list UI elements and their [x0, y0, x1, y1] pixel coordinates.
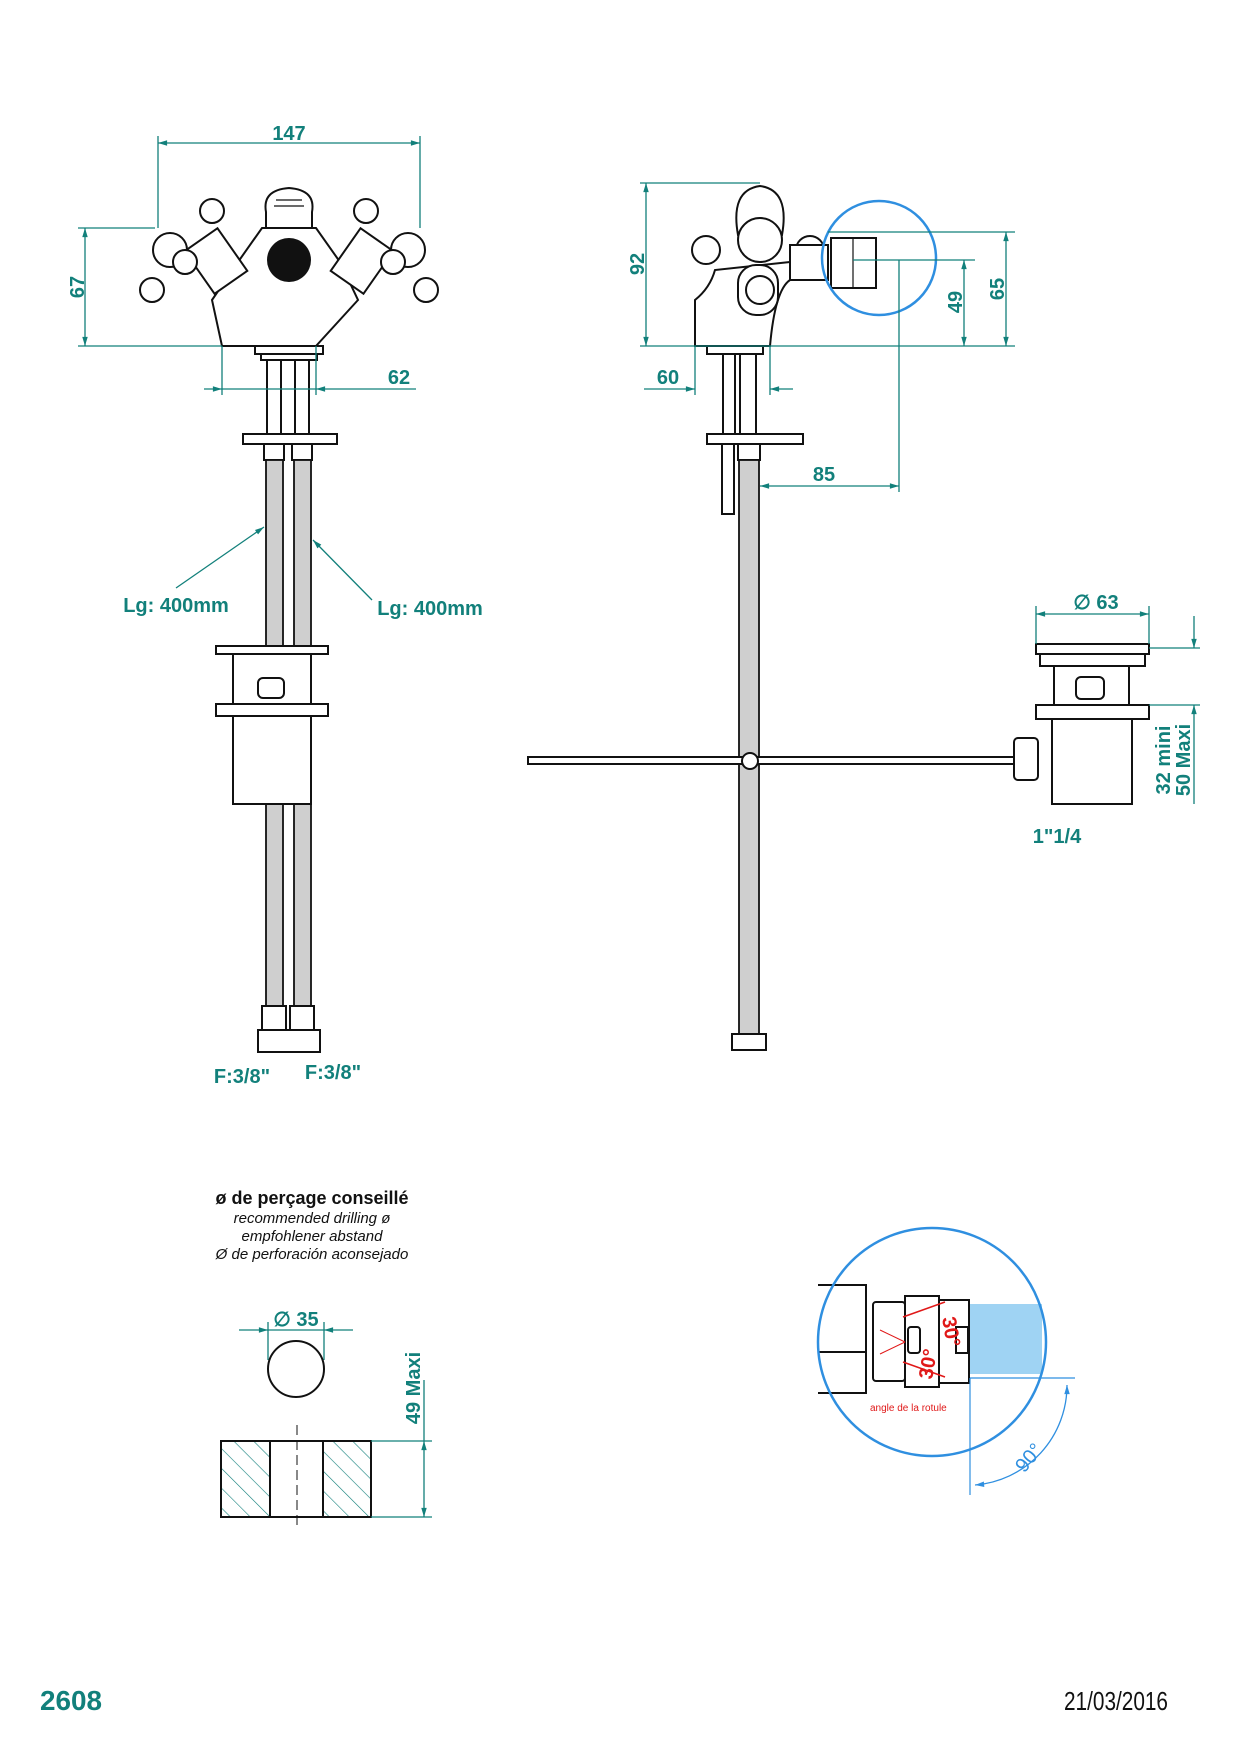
dimension-92: 92: [627, 182, 1015, 347]
drill-diameter-label: ∅ 35: [273, 1309, 318, 1331]
hose-length-labels: Lg: 400mm Lg: 400mm F:3/8" F:3/8": [123, 526, 483, 1088]
dimension-label: 85: [813, 464, 835, 486]
front-drain: [215, 645, 329, 805]
rotation-angle-label: 90°: [1011, 1439, 1047, 1476]
drill-hole-top-view: [267, 1340, 325, 1398]
angle-upper-label: 30°: [937, 1315, 964, 1349]
detail-circle: [816, 1226, 1048, 1458]
front-view: 147 67 62 Lg: 400mm Lg: 400mm F:3/8" F:3…: [67, 123, 483, 1088]
front-hoses: [242, 359, 338, 1053]
dimension-65: 65: [828, 231, 1015, 347]
dimension-67: 67: [67, 227, 222, 347]
dimension-49: 49: [853, 259, 975, 347]
swivel-angle-caption: angle de la rotule: [870, 1403, 947, 1414]
dimension-label: 65: [987, 278, 1009, 300]
dimension-label: 49: [945, 291, 967, 313]
drilling-line-es: Ø de perforación aconsejado: [215, 1246, 409, 1263]
drilling-line-de: empfohlener abstand: [242, 1228, 384, 1245]
dimension-drain-63: ∅ 63: [1035, 592, 1150, 644]
dimension-label: ∅ 63: [1073, 592, 1118, 614]
dimension-label: 62: [388, 367, 410, 389]
drain-max-label: 50 Maxi: [1173, 724, 1195, 796]
side-view: 92 65 49 60 85 ∅ 63: [527, 182, 1200, 1051]
drill-thickness-label: 49 Maxi: [403, 1352, 425, 1424]
drilling-section: ø de perçage conseillé recommended drill…: [215, 1188, 432, 1530]
drilling-line-en: recommended drilling ø: [234, 1210, 391, 1227]
drain-min-label: 32 mini: [1153, 726, 1175, 795]
side-hose: [706, 353, 804, 1051]
detail-marker-circle: [820, 199, 938, 317]
angle-lower-label: 30°: [915, 1347, 942, 1381]
front-faucet-body: [139, 186, 439, 361]
drill-section-block: [220, 1425, 372, 1530]
dimension-60: 60: [644, 346, 793, 395]
dimension-label: 147: [272, 123, 305, 145]
pop-up-rod: [527, 752, 1017, 770]
dimension-label: 92: [627, 253, 649, 275]
swivel-detail: 30° 30° angle de la rotule 90°: [816, 1226, 1075, 1495]
dimension-drain-thickness: 32 mini 50 Maxi: [1149, 616, 1200, 804]
connector-right-label: F:3/8": [305, 1062, 361, 1084]
drain-thread-label: 1"1/4: [1033, 826, 1082, 848]
dimension-85: 85: [760, 260, 900, 492]
drawing-date: 21/03/2016: [1064, 1686, 1168, 1716]
dimension-label: 67: [67, 276, 89, 298]
dimension-label: 60: [657, 367, 679, 389]
dimension-62: 62: [204, 346, 416, 395]
side-drain: [1013, 643, 1150, 805]
hose-left-length: Lg: 400mm: [123, 595, 229, 617]
drilling-title: ø de perçage conseillé: [215, 1188, 408, 1208]
connector-left-label: F:3/8": [214, 1066, 270, 1088]
dimension-147: 147: [157, 123, 421, 228]
side-faucet-body: [691, 184, 877, 355]
hose-right-length: Lg: 400mm: [377, 598, 483, 620]
product-reference: 2608: [40, 1685, 102, 1716]
